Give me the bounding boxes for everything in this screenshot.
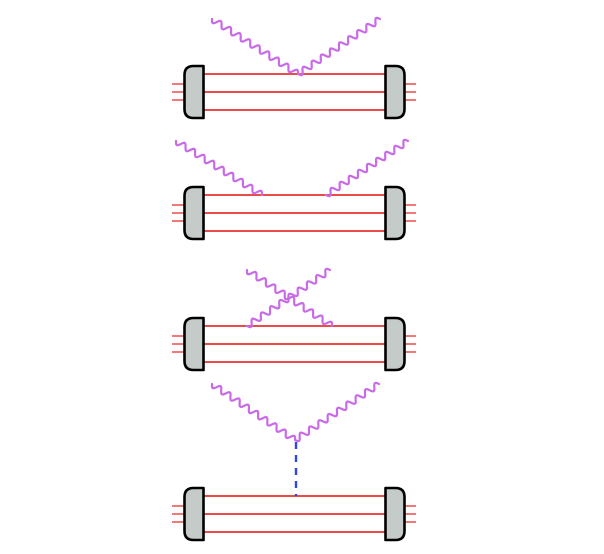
brane-cap-icon-left-4	[183, 486, 205, 542]
photon-wave-icon-1a	[210, 17, 300, 76]
brane-cap-icon-right-3	[384, 316, 406, 372]
brane-cap-icon-right-1	[384, 64, 406, 120]
strings-layer	[172, 73, 416, 533]
brane-cap-icon-left-2	[183, 185, 205, 241]
brane-cap-icon-left-3	[183, 316, 205, 372]
brane-cap-icon-right-2	[384, 185, 406, 241]
brane-cap-icon-right-4	[384, 486, 406, 542]
photon-wave-icon-1b	[296, 16, 382, 77]
photons-layer	[174, 16, 410, 496]
brane-cap-icon-left-1	[183, 64, 205, 120]
photon-wave-icon-4b	[293, 381, 381, 443]
photon-wave-icon-2b	[324, 138, 410, 198]
photon-wave-icon-4a	[210, 382, 297, 442]
photon-wave-icon-2a	[174, 139, 264, 197]
photon-wave-icon-3b	[245, 267, 332, 329]
branes-layer	[183, 64, 406, 542]
